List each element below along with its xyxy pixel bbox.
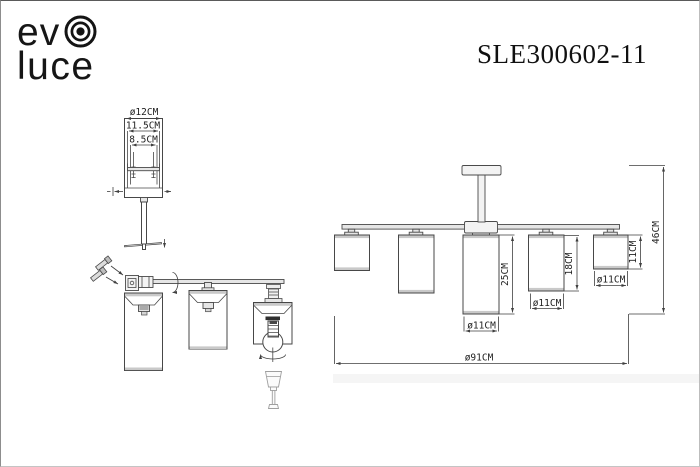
- svg-text:ø11CM: ø11CM: [597, 275, 626, 286]
- rotate-bar-arrow-icon: [172, 272, 179, 295]
- rod-tip: [142, 243, 146, 250]
- ceiling-stem: [477, 174, 486, 223]
- front-view: 25CM ø11CM 18CM ø11CM: [334, 165, 666, 366]
- socket-mount: [265, 316, 280, 321]
- svg-text:ø91CM: ø91CM: [465, 353, 494, 364]
- assembly-shade-bulb: [253, 284, 293, 362]
- shade-3-center: [462, 234, 500, 315]
- svg-text:11CM: 11CM: [628, 240, 639, 263]
- svg-text:ø11CM: ø11CM: [467, 321, 496, 332]
- dim-center-shade-height: 25CM: [499, 234, 515, 315]
- rod-collar: [140, 197, 148, 203]
- dim-center-shade-diameter: ø11CM: [463, 316, 499, 333]
- shade-2: [398, 234, 435, 294]
- rotate-bulb-arrow-icon: [258, 347, 286, 362]
- assembly-view: [89, 255, 293, 409]
- svg-text:25CM: 25CM: [500, 263, 511, 286]
- shade-1: [334, 234, 370, 271]
- assembly-bar: [150, 279, 285, 284]
- detail-view: ø12CM 11.5CM 8.5CM: [107, 107, 171, 250]
- logo-text-ev: ev: [17, 11, 61, 54]
- spare-part: [264, 371, 283, 409]
- shade-connectors: [344, 228, 618, 236]
- dim-outer-shade-height: 11CM: [628, 234, 643, 270]
- dim-total-width: ø91CM: [334, 314, 629, 366]
- dim-label-inner-width: 11.5CM: [126, 121, 161, 132]
- dim-total-height: 46CM: [629, 165, 666, 315]
- bullseye-icon: [64, 15, 97, 48]
- support-rod: [141, 201, 147, 245]
- cross-bracket: [127, 167, 160, 172]
- dim-label-diameter: ø12CM: [130, 107, 159, 118]
- inner-walls: [127, 131, 160, 188]
- slide-out-left-arrow-icon: [107, 187, 123, 196]
- scan-artifact-band: [333, 374, 699, 383]
- dim-middle-shade-height: 18CM: [564, 235, 579, 292]
- model-number: SLE300602-11: [477, 39, 647, 69]
- shade-5: [593, 234, 629, 270]
- svg-text:46CM: 46CM: [651, 221, 662, 244]
- dim-label-bracket-width: 8.5CM: [129, 135, 158, 146]
- screws-exploded: [89, 255, 124, 285]
- dim-outer-shade-diameter: ø11CM: [594, 271, 628, 288]
- ceiling-canopy: [461, 165, 502, 176]
- shade-4: [528, 234, 565, 292]
- brand-logo: ev luce: [17, 13, 99, 86]
- bracket-hooks: [127, 163, 160, 168]
- dim-middle-shade-diameter: ø11CM: [530, 293, 564, 311]
- svg-text:18CM: 18CM: [564, 252, 575, 275]
- wall-bracket: [125, 275, 154, 291]
- logo-text-luce: luce: [17, 45, 95, 88]
- bracket-walls: [130, 145, 158, 185]
- center-hub: [464, 221, 498, 234]
- svg-text:ø11CM: ø11CM: [533, 298, 562, 309]
- mounting-screws: [131, 152, 156, 178]
- assembly-shade-medium: [188, 282, 228, 350]
- assembly-shade-tall: [124, 292, 163, 371]
